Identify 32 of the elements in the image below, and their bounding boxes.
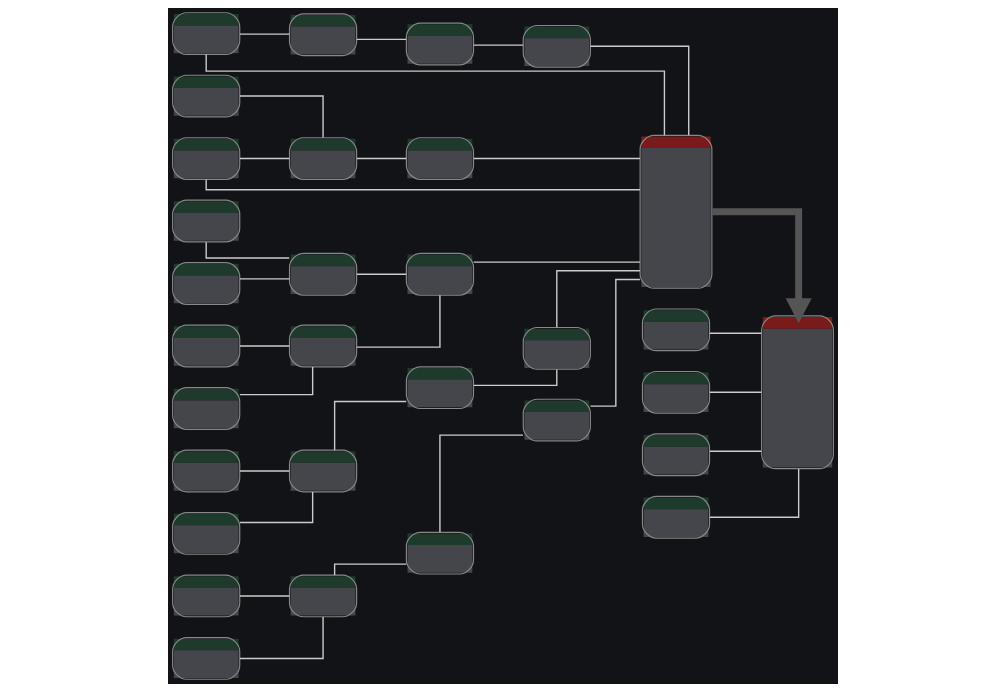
connector [355,157,407,160]
connector [205,178,641,191]
connector [708,332,762,334]
connector [205,241,290,259]
connector [438,434,524,533]
connector [472,157,641,160]
connector [355,294,441,348]
connector [238,278,290,280]
connector [205,53,665,136]
arrow [711,208,812,324]
connector [589,278,641,407]
connector [238,95,324,139]
connector [238,366,313,396]
connector [472,44,524,46]
connector [333,563,407,576]
connector [238,595,290,597]
connector [355,38,407,41]
connector [555,270,641,328]
connector [472,368,557,387]
connector [238,470,290,472]
connector [238,616,324,660]
connector [472,261,641,263]
connector [238,491,313,524]
connector [589,45,689,137]
connector [238,345,290,347]
connector [238,33,290,35]
connector [333,400,407,451]
connector [238,157,290,160]
connector [355,273,407,275]
connector [708,468,799,518]
connector [708,450,762,452]
connector [708,391,762,393]
